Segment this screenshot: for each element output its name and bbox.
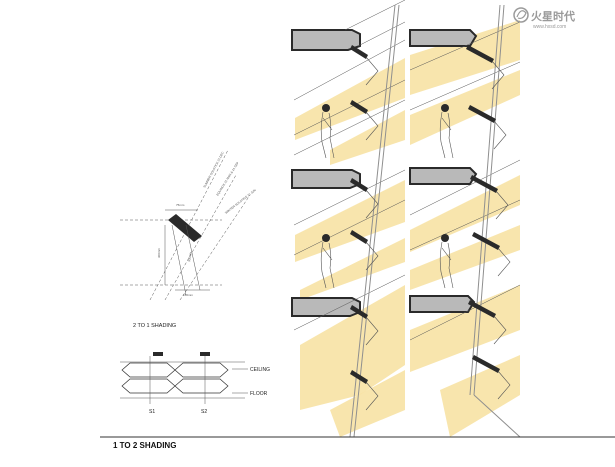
louver-blade <box>174 378 229 394</box>
louver-outline <box>491 60 505 90</box>
person-figure <box>439 234 454 289</box>
louver-blade <box>350 178 368 192</box>
option-label-s1: S1 <box>149 409 155 415</box>
louver-blade <box>470 175 498 193</box>
watermark-brand: 火星时代 <box>531 9 575 23</box>
louver-outline <box>497 247 511 277</box>
support-rods <box>349 4 521 438</box>
louver-blade <box>350 305 368 319</box>
sunlight-bands <box>295 20 520 437</box>
louver-blade <box>350 45 368 59</box>
louver-array <box>350 45 511 411</box>
dim-label: 75mm <box>176 203 185 207</box>
slab <box>291 29 361 51</box>
louver-option-schematic: CEILING FLOOR S1 S2 <box>120 352 270 415</box>
slab <box>291 169 361 189</box>
louver-outline <box>365 111 379 141</box>
louver-blade <box>468 300 496 318</box>
ceiling-label: CEILING <box>250 367 270 373</box>
louver-blade <box>466 45 494 63</box>
facade-lines <box>293 0 521 341</box>
louver-outline <box>495 190 509 220</box>
human-figures <box>320 104 454 289</box>
louver-outline <box>493 120 507 150</box>
louver-blade <box>121 362 176 378</box>
watermark-url: www.hxsd.com <box>533 24 566 30</box>
louver-blade <box>468 105 496 123</box>
ray-label: WINTER SOLSTICE 21 JUN <box>224 188 257 215</box>
louver-blade <box>121 378 176 394</box>
slab <box>409 29 478 47</box>
louver-blade <box>350 370 368 384</box>
louver-outline <box>365 381 379 411</box>
person-figure <box>320 234 335 289</box>
louver-outline <box>365 316 379 346</box>
option-marker <box>153 352 163 356</box>
louver-outline <box>365 241 379 271</box>
dim-label: 300mm <box>157 247 161 258</box>
shading-detail-drawing: 75mm 300mm 300mm 150mm SUMMER SOLSTICE 2… <box>120 149 257 329</box>
louver-blade <box>472 232 500 250</box>
dim-label: 150mm <box>183 293 194 297</box>
swirl-logo-icon <box>513 7 529 23</box>
person-figure <box>439 104 454 159</box>
dim-label: 300mm <box>187 251 193 262</box>
louver-blade <box>472 355 500 373</box>
slab <box>409 295 476 313</box>
option-marker <box>200 352 210 356</box>
louver-blade <box>350 230 368 244</box>
louver-blade <box>174 362 229 378</box>
option-label-s2: S2 <box>201 409 207 415</box>
detail-caption: 2 TO 1 SHADING <box>133 323 176 329</box>
floor-label: FLOOR <box>250 391 268 397</box>
person-figure <box>320 104 335 159</box>
louver-section <box>168 214 202 242</box>
ray-label: EQUINOX 21 MAR & 21 SEP <box>215 161 239 196</box>
louver-outline <box>497 370 511 400</box>
main-title: 1 TO 2 SHADING <box>113 441 176 450</box>
slab <box>291 297 361 317</box>
louver-blade <box>350 100 368 114</box>
slab <box>409 167 478 185</box>
louver-outline <box>493 315 507 345</box>
watermark: 火星时代 www.hxsd.com <box>513 7 575 30</box>
floor-slabs <box>291 29 478 317</box>
louver-outline <box>365 189 379 219</box>
louver-outline <box>365 56 379 86</box>
